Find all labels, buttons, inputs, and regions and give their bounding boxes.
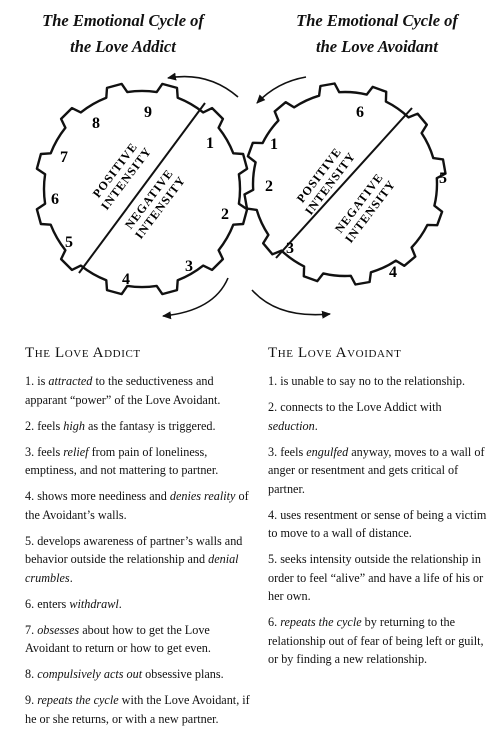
addict-item-3-text: from pain of loneliness, emptiness, and … — [25, 444, 219, 478]
avoidant-item-2: 2. connects to the Love Addict with sedu… — [268, 398, 493, 435]
love-avoidant-list: 1. is unable to say no to the relationsh… — [268, 372, 493, 669]
addict-item-5-text: . — [69, 570, 73, 585]
left-title-line-1: The Emotional Cycle of — [42, 11, 204, 30]
addict-item-1-text: to the seductiveness and apparant “power… — [25, 374, 221, 407]
avoidant-item-2-emphasis: seduction — [268, 418, 315, 433]
left-number-5: 5 — [65, 234, 73, 251]
top-left-rotation-arrow — [167, 72, 239, 98]
left-number-1: 1 — [206, 135, 214, 152]
bottom-left-rotation-arrow — [162, 277, 229, 320]
addict-item-8-text: 8. — [25, 667, 38, 681]
avoidant-item-3-emphasis: engulfed — [306, 444, 349, 459]
right-number-6: 6 — [356, 104, 364, 121]
avoidant-item-4-text: 4. uses resentment or sense of being a v… — [268, 507, 487, 541]
avoidant-item-5: 5. seeks intensity outside the relations… — [268, 550, 493, 606]
avoidant-item-5-text: 5. seeks intensity outside the relations… — [268, 552, 484, 603]
love-addict-heading: The Love Addict — [25, 345, 141, 361]
addict-item-4-emphasis: denies reality — [169, 489, 236, 503]
addict-item-9-emphasis: repeats the cycle — [37, 693, 119, 707]
right-number-2: 2 — [265, 178, 273, 195]
bottom-right-rotation-arrow — [251, 289, 331, 319]
addict-item-5-emphasis: denial crumbles — [25, 552, 239, 585]
addict-item-2: 2. feels high as the fantasy is triggere… — [25, 417, 250, 436]
avoidant-item-1: 1. is unable to say no to the relationsh… — [268, 372, 493, 391]
addict-item-6-emphasis: withdrawl — [69, 596, 119, 611]
left-number-8: 8 — [92, 115, 100, 132]
love-avoidant-column: The Love Avoidant 1. is unable to say no… — [268, 343, 493, 676]
avoidant-item-2-text: . — [314, 418, 318, 433]
addict-item-2-text: 2. feels — [25, 418, 64, 433]
right-gear-divider — [275, 107, 413, 259]
addict-item-1: 1. is attracted to the seductiveness and… — [25, 372, 250, 409]
addict-item-8-emphasis: compulsively acts out — [37, 667, 143, 681]
right-number-4: 4 — [389, 264, 397, 281]
addict-item-3: 3. feels relief from pain of loneliness,… — [25, 443, 250, 480]
right-number-5: 5 — [439, 170, 447, 187]
love-avoidant-heading: The Love Avoidant — [268, 345, 402, 361]
avoidant-item-6-text: 6. — [268, 615, 281, 629]
addict-item-1-text: 1. is — [25, 374, 49, 388]
avoidant-item-2-text: 2. connects to the Love Addict with — [268, 400, 442, 414]
addict-item-7-text: about how to get the Love Avoidant to re… — [25, 622, 211, 656]
addict-item-3-text: 3. feels — [25, 444, 64, 459]
right-gear: POSITIVE INTENSITY NEGATIVE INTENSITY 1 … — [243, 82, 447, 286]
avoidant-item-6: 6. repeats the cycle by returning to the… — [268, 613, 493, 669]
addict-item-9-text: 9. — [25, 693, 38, 707]
addict-item-7-text: 7. — [25, 622, 38, 637]
left-number-2: 2 — [221, 206, 229, 223]
addict-item-5: 5. develops awareness of partner’s walls… — [25, 532, 250, 588]
love-addict-column: The Love Addict 1. is attracted to the s… — [25, 343, 250, 736]
addict-item-2-text: as the fantasy is triggered. — [84, 418, 216, 433]
left-number-6: 6 — [51, 191, 59, 208]
avoidant-item-3: 3. feels engulfed anyway, moves to a wal… — [268, 443, 493, 499]
left-diagram-title: The Emotional Cycle of the Love Addict — [8, 8, 238, 60]
addict-item-4: 4. shows more neediness and denies reali… — [25, 487, 250, 524]
addict-item-8: 8. compulsively acts out obsessive plans… — [25, 665, 250, 684]
left-title-line-2: the Love Addict — [70, 37, 176, 56]
avoidant-item-1-text: 1. is unable to say no to the relationsh… — [268, 374, 465, 388]
left-gear: POSITIVE INTENSITY NEGATIVE INTENSITY 1 … — [35, 82, 249, 296]
addict-item-4-text: of the Avoidant’s walls. — [25, 489, 249, 522]
top-right-rotation-arrow — [256, 76, 307, 104]
avoidant-item-3-text: 3. feels — [268, 444, 307, 459]
addict-item-3-emphasis: relief — [63, 444, 89, 459]
addict-item-8-text: obsessive plans. — [142, 667, 224, 681]
addict-item-2-emphasis: high — [63, 418, 85, 433]
addict-item-6-text: 6. enters — [25, 596, 70, 611]
love-addict-list: 1. is attracted to the seductiveness and… — [25, 372, 250, 728]
addict-item-7: 7. obsesses about how to get the Love Av… — [25, 621, 250, 658]
addict-item-5-text: 5. develops awareness of partner’s walls… — [25, 533, 243, 567]
right-number-1: 1 — [270, 136, 278, 153]
left-number-7: 7 — [60, 149, 68, 166]
interlocking-gears-diagram: POSITIVE INTENSITY NEGATIVE INTENSITY 1 … — [35, 72, 447, 320]
left-number-4: 4 — [122, 271, 130, 288]
right-number-3: 3 — [286, 240, 294, 257]
addict-item-9-text: with the Love Avoidant, if he or she ret… — [25, 693, 250, 726]
addict-item-4-text: 4. shows more neediness and — [25, 489, 170, 503]
avoidant-item-4: 4. uses resentment or sense of being a v… — [268, 506, 493, 543]
right-title-line-1: The Emotional Cycle of — [296, 11, 458, 30]
addict-item-9: 9. repeats the cycle with the Love Avoid… — [25, 691, 250, 728]
addict-item-6-text: . — [118, 596, 122, 611]
right-title-line-2: the Love Avoidant — [316, 37, 438, 56]
addict-item-6: 6. enters withdrawl. — [25, 595, 250, 614]
left-number-9: 9 — [144, 104, 152, 121]
addict-item-7-emphasis: obsesses — [37, 622, 80, 637]
avoidant-item-6-emphasis: repeats the cycle — [280, 615, 362, 629]
left-number-3: 3 — [185, 258, 193, 275]
right-diagram-title: The Emotional Cycle of the Love Avoidant — [262, 8, 492, 60]
avoidant-item-6-text: by returning to the relationship out of … — [268, 615, 484, 666]
right-gear-outline — [243, 82, 447, 286]
left-gear-divider — [78, 102, 206, 274]
avoidant-item-3-text: anyway, moves to a wall of anger or rese… — [268, 444, 485, 496]
addict-item-1-emphasis: attracted — [48, 374, 93, 388]
